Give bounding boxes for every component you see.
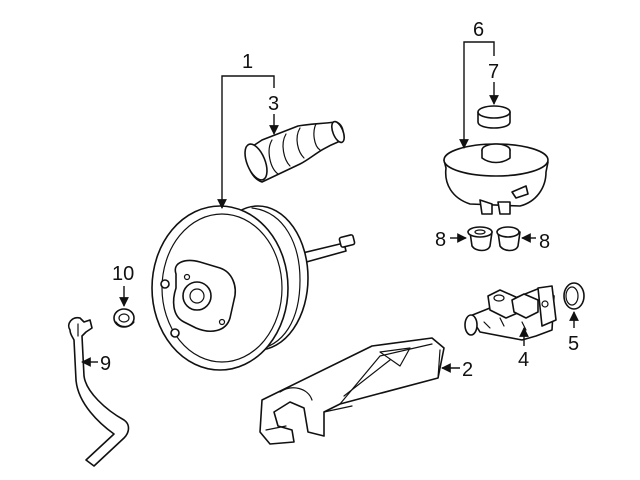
master-cylinder-part (464, 285, 557, 341)
callout-9: 9 (100, 353, 111, 375)
reservoir-cap-part (477, 105, 511, 129)
grommet-right-part (496, 226, 521, 252)
callout-10: 10 (112, 263, 134, 285)
check-valve-grommet-part (113, 308, 135, 328)
leader-lines (81, 41, 579, 373)
grommet-left-part (467, 226, 493, 252)
fluid-reservoir-part (443, 143, 549, 215)
callout-5: 5 (568, 333, 579, 355)
callout-4: 4 (518, 349, 529, 371)
seal-ring-part (563, 282, 585, 310)
callout-2: 2 (462, 359, 473, 381)
callout-7: 7 (488, 61, 499, 83)
mounting-bracket-part (259, 337, 445, 445)
vacuum-hose-part (67, 316, 130, 467)
callout-3: 3 (268, 93, 279, 115)
brake-booster-part (151, 205, 356, 371)
boot-seal-part (244, 120, 346, 183)
callout-6: 6 (473, 19, 484, 41)
callout-1: 1 (242, 51, 253, 73)
callout-8-left: 8 (435, 229, 446, 251)
callout-8-right: 8 (539, 231, 550, 253)
